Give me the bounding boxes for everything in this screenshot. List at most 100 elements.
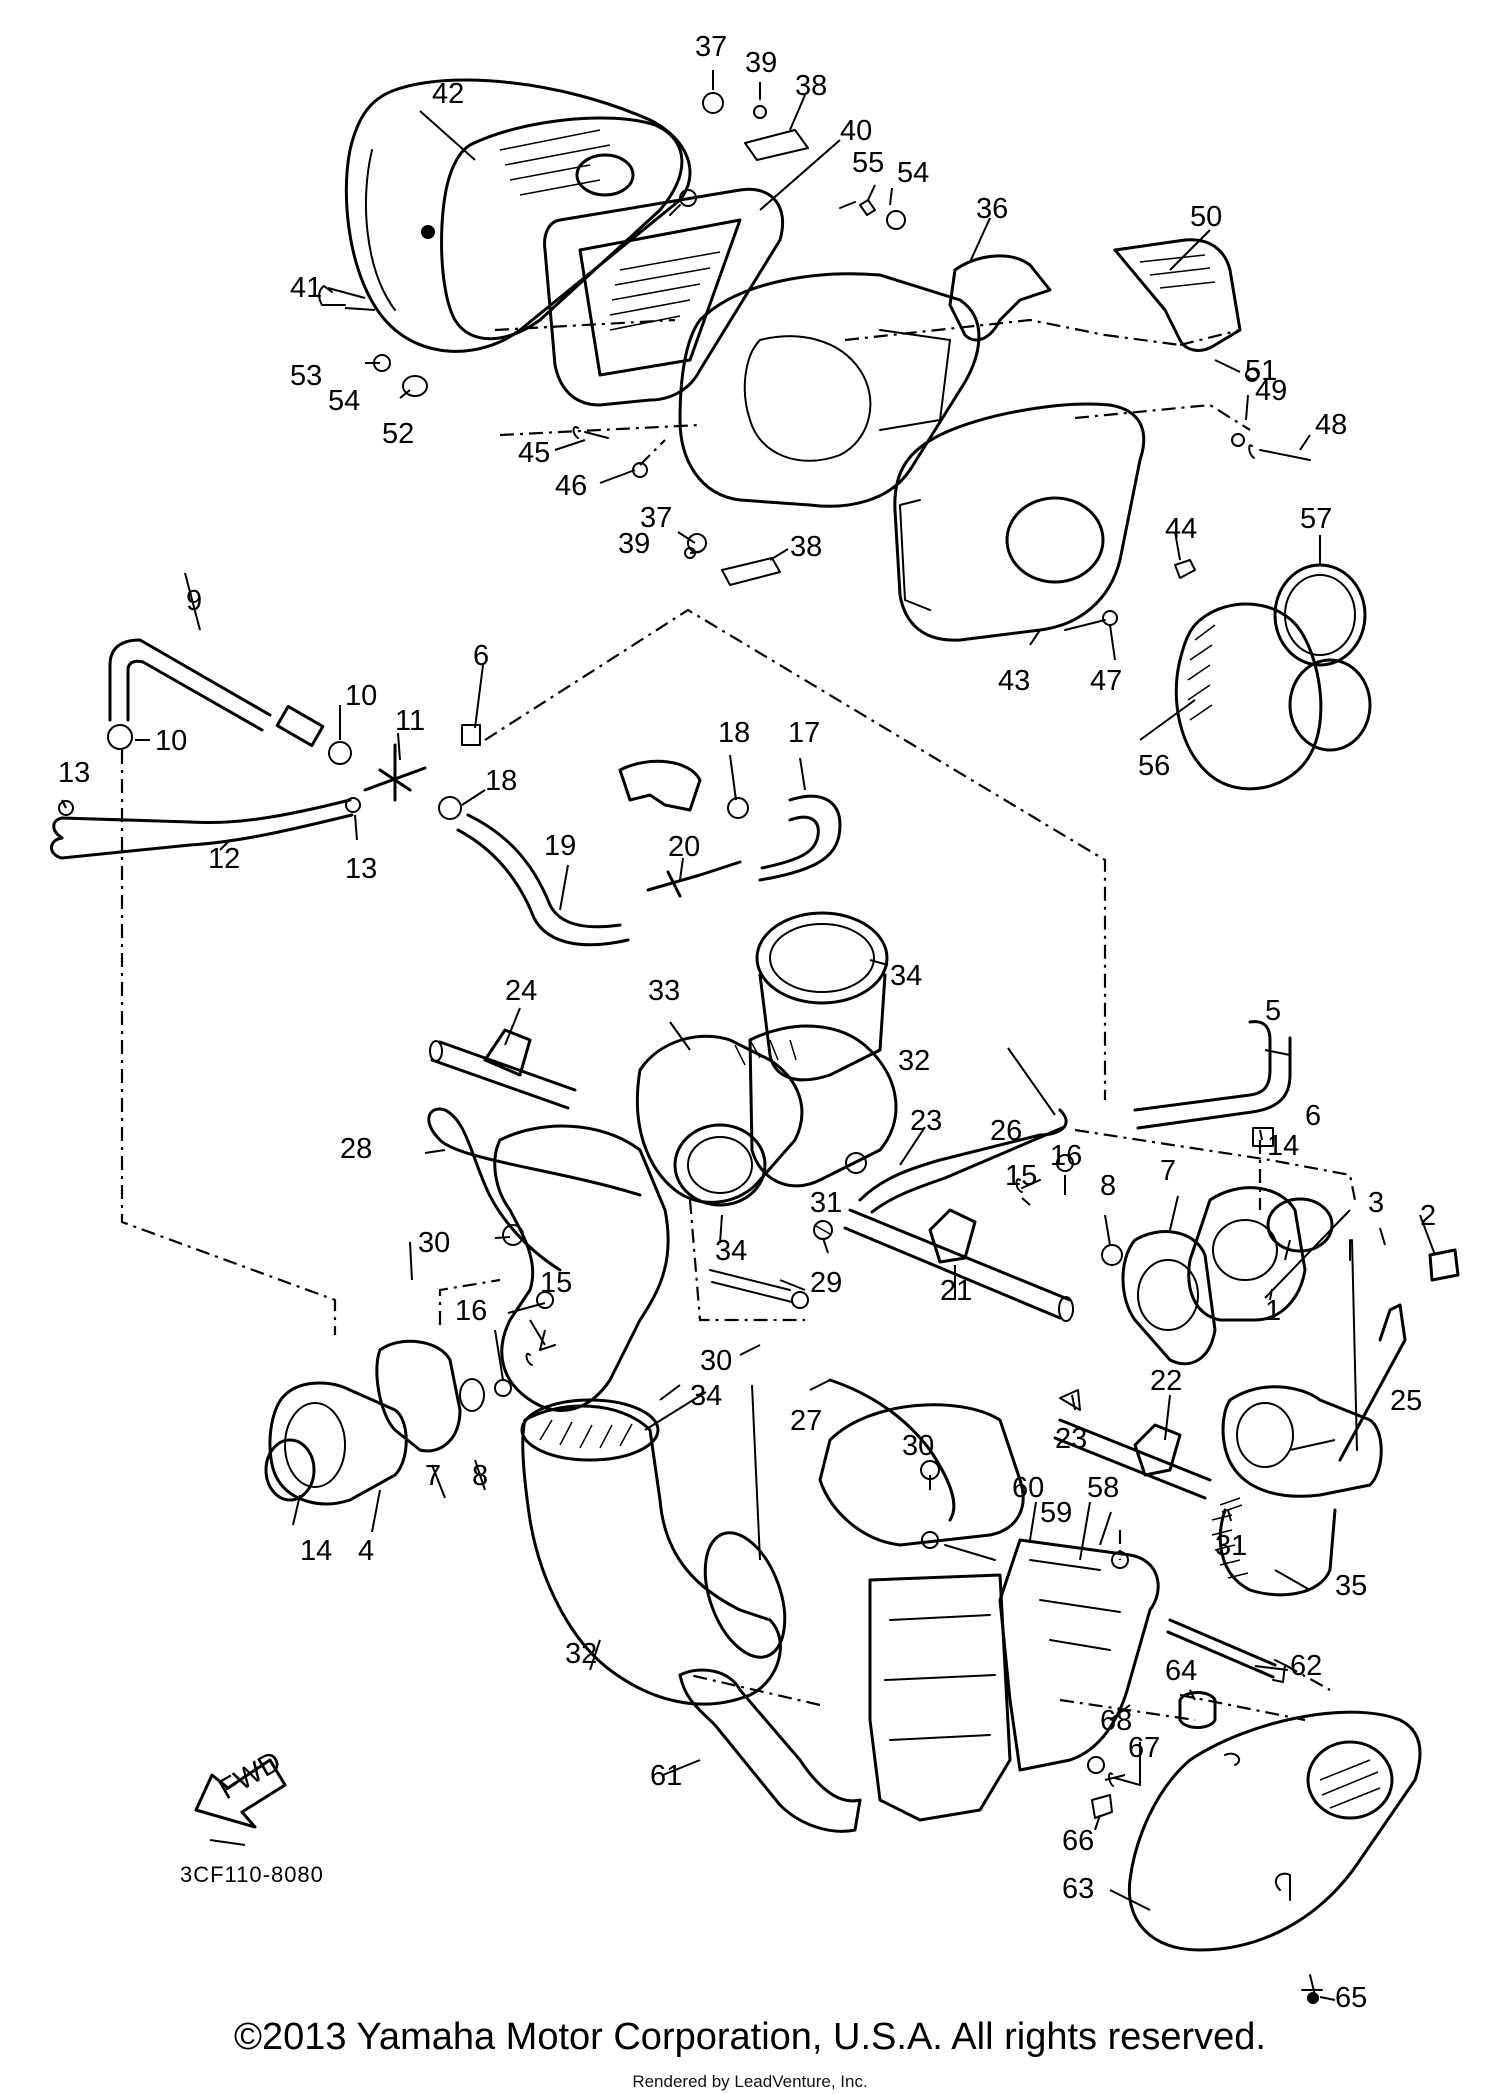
part-20-joint xyxy=(646,860,742,898)
callout: 53 xyxy=(290,360,322,392)
callout: 8 xyxy=(1100,1170,1116,1202)
callout: 14 xyxy=(300,1535,332,1567)
part-21-pipe xyxy=(843,1208,1072,1320)
callout-labels: 37 39 38 42 40 55 54 36 50 41 53 54 52 5… xyxy=(58,31,1436,2014)
callout: 34 xyxy=(690,1380,722,1412)
callout: 36 xyxy=(976,193,1008,225)
callout: 58 xyxy=(1087,1472,1119,1504)
part-33-elbow xyxy=(635,1034,804,1204)
carb-body-left xyxy=(493,1124,670,1412)
part-42-element xyxy=(440,116,684,341)
callout: 37 xyxy=(695,31,727,63)
part-28-hose xyxy=(427,1107,642,1272)
callout: 57 xyxy=(1300,503,1332,535)
callout: 66 xyxy=(1062,1825,1094,1857)
carburetor-assembly xyxy=(264,911,1460,2004)
fwd-label: FWD xyxy=(214,1745,287,1806)
part-35-wire xyxy=(1218,1508,1337,1597)
part-19-hose xyxy=(466,813,622,929)
callout: 54 xyxy=(328,385,360,417)
air-cleaner-assembly xyxy=(318,78,1372,791)
callout: 21 xyxy=(940,1275,972,1307)
callout: 44 xyxy=(1165,513,1197,545)
callout: 18 xyxy=(718,717,750,749)
callout: 15 xyxy=(1005,1160,1037,1192)
part-32-elbow-upper xyxy=(748,1024,898,1188)
callout: 63 xyxy=(1062,1873,1094,1905)
callout: 30 xyxy=(700,1345,732,1377)
callout: 39 xyxy=(745,47,777,79)
callout: 17 xyxy=(788,717,820,749)
air-cleaner-case xyxy=(678,272,981,508)
callout: 42 xyxy=(432,78,464,110)
callout: 38 xyxy=(795,70,827,102)
callout: 15 xyxy=(540,1267,572,1299)
callout: 9 xyxy=(186,585,202,617)
callout: 5 xyxy=(1265,995,1281,1027)
callout: 38 xyxy=(790,531,822,563)
callout: 12 xyxy=(208,843,240,875)
callout: 34 xyxy=(890,960,922,992)
part-9-hose xyxy=(108,638,272,722)
callout: 49 xyxy=(1255,375,1287,407)
part-17-hose xyxy=(758,794,842,882)
callout: 8 xyxy=(472,1460,488,1492)
callout: 16 xyxy=(455,1295,487,1327)
part-58-bracket xyxy=(998,1538,1160,1772)
rendered-by-watermark: Rendered by LeadVenture, Inc. xyxy=(632,2072,868,2091)
callout: 7 xyxy=(1160,1155,1176,1187)
callout: 34 xyxy=(715,1235,747,1267)
callout: 23 xyxy=(1055,1423,1087,1455)
part-43-housing xyxy=(893,402,1146,642)
callout: 1 xyxy=(1265,1295,1281,1327)
callout: 60 xyxy=(1012,1472,1044,1504)
callout: 41 xyxy=(290,272,322,304)
callout: 43 xyxy=(998,665,1030,697)
callout: 31 xyxy=(810,1187,842,1219)
callout: 64 xyxy=(1165,1655,1197,1687)
part-5-hose xyxy=(1133,1020,1272,1112)
callout: 67 xyxy=(1128,1732,1160,1764)
leader-lines xyxy=(61,70,1436,2001)
callout: 27 xyxy=(790,1405,822,1437)
callout: 32 xyxy=(565,1638,597,1670)
callout: 3 xyxy=(1368,1187,1384,1219)
callout: 54 xyxy=(897,157,929,189)
part-62-bolt xyxy=(1166,1618,1277,1679)
part-61-stay xyxy=(678,1668,862,1833)
callout: 13 xyxy=(345,853,377,885)
callout: 25 xyxy=(1390,1385,1422,1417)
callout: 20 xyxy=(668,831,700,863)
callout: 51 xyxy=(1245,355,1277,387)
callout: 31 xyxy=(1215,1530,1247,1562)
callout: 40 xyxy=(840,115,872,147)
callout: 56 xyxy=(1138,750,1170,782)
callout: 10 xyxy=(345,680,377,712)
callout: 30 xyxy=(902,1430,934,1462)
part-12-hose xyxy=(52,798,352,840)
callout: 50 xyxy=(1190,201,1222,233)
part-56-elbow xyxy=(1174,602,1323,791)
carb-lower-body xyxy=(868,1573,1012,1822)
callout: 6 xyxy=(473,640,489,672)
callout: 61 xyxy=(650,1760,682,1792)
part-24-pipe xyxy=(430,1028,577,1110)
part-1-manifold xyxy=(1187,1186,1307,1322)
callout: 33 xyxy=(648,975,680,1007)
callout: 14 xyxy=(1267,1130,1299,1162)
part-29-rod xyxy=(709,1269,793,1303)
callout: 46 xyxy=(555,470,587,502)
callout: 10 xyxy=(155,725,187,757)
callout: 24 xyxy=(505,975,537,1007)
callout: 65 xyxy=(1335,1982,1367,2014)
callout: 30 xyxy=(418,1227,450,1259)
part-4-inlet xyxy=(268,1381,408,1506)
part-7-insulator-left xyxy=(375,1339,462,1453)
callout: 22 xyxy=(1150,1365,1182,1397)
callout: 35 xyxy=(1335,1570,1367,1602)
drawing-code: 3CF110-8080 xyxy=(180,1862,324,1887)
part-36-bracket xyxy=(948,254,1052,342)
part-14-ring xyxy=(1266,1197,1334,1253)
callout: 37 xyxy=(640,502,672,534)
copyright-notice: ©2013 Yamaha Motor Corporation, U.S.A. A… xyxy=(234,2016,1266,2058)
